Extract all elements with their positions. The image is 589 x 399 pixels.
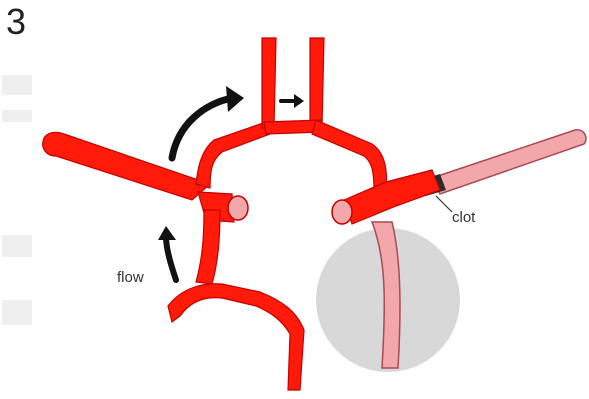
clot-pointer [436, 196, 452, 212]
page-edge-marks [2, 75, 32, 325]
curved-flow-arrow-head-icon [226, 86, 244, 112]
occluded-artery-branch [432, 130, 586, 194]
left-ica-cut-end [228, 196, 248, 220]
short-flow-arrow-head-icon [294, 94, 304, 108]
flow-label: flow [117, 269, 144, 286]
upward-flow-arrow-head-icon [158, 226, 176, 240]
upward-flow-arrow-icon [166, 236, 176, 280]
right-ica-cut-end [332, 200, 352, 224]
clot-label: clot [452, 209, 476, 226]
